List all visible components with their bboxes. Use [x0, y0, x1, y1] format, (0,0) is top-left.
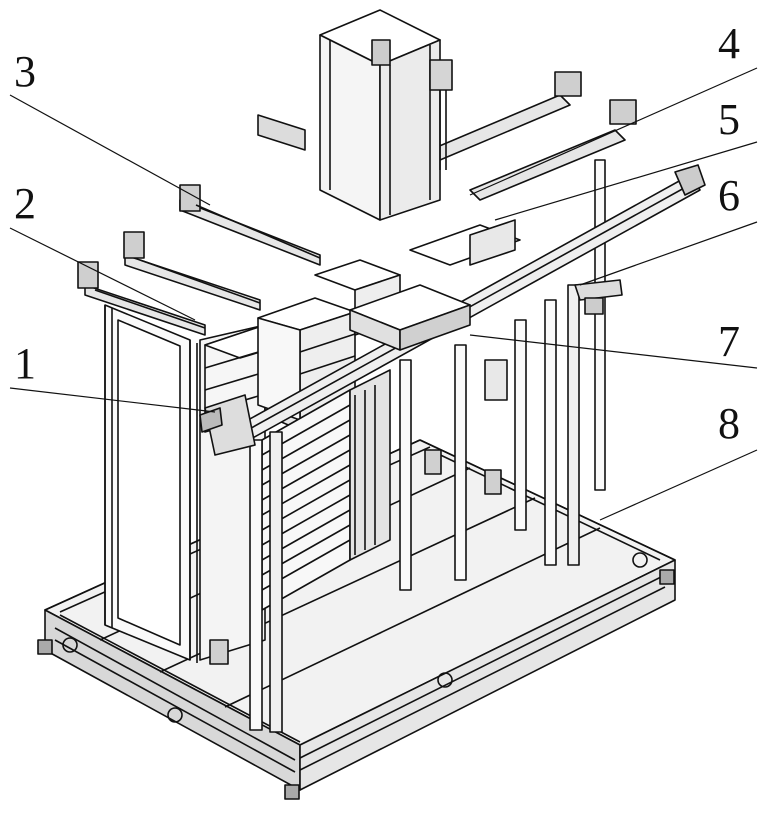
callout-7: 7 — [718, 320, 740, 364]
callout-6: 6 — [718, 174, 740, 218]
right-rails — [258, 72, 636, 200]
callout-4: 4 — [718, 22, 740, 66]
callout-8: 8 — [718, 402, 740, 446]
callout-1: 1 — [14, 342, 36, 386]
callout-5: 5 — [718, 98, 740, 142]
top-tower — [320, 10, 452, 220]
callout-2: 2 — [14, 182, 36, 226]
callout-3: 3 — [14, 50, 36, 94]
